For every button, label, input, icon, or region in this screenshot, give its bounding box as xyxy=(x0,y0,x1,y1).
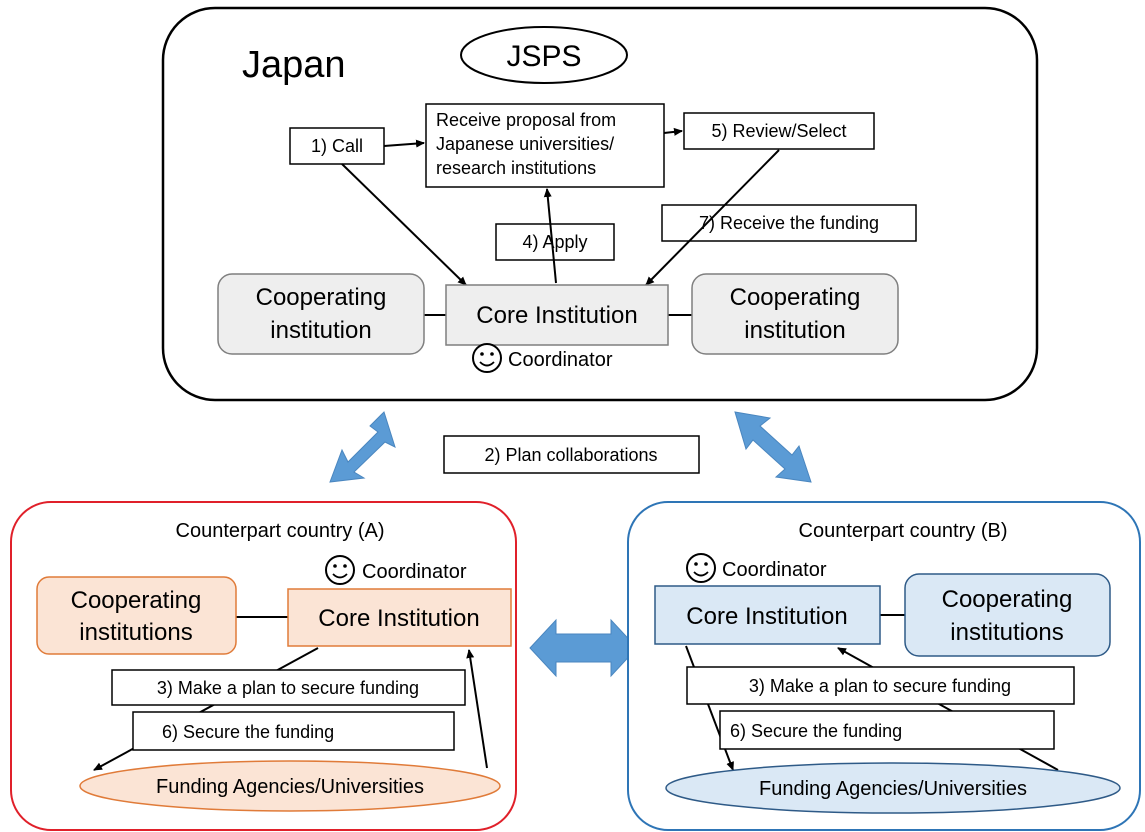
country-b-core-institution xyxy=(654,585,881,645)
country-b-cooperating xyxy=(904,573,1111,657)
receive-funding-label: 7) Receive the funding xyxy=(699,213,879,233)
japan-cooperating-right-line-2: institution xyxy=(744,317,845,344)
country-a-core-institution xyxy=(287,588,512,647)
review-select-box xyxy=(683,112,875,150)
country-a-secure-funding-label: 6) Secure the funding xyxy=(162,722,334,742)
apply-box xyxy=(495,223,615,261)
country-b-title: Counterpart country (B) xyxy=(799,520,1008,542)
smiley-icon xyxy=(686,553,716,583)
country-a-core-institution-label: Core Institution xyxy=(318,605,479,632)
country-a-make-plan-label: 3) Make a plan to secure funding xyxy=(157,678,419,698)
big-double-arrow-right xyxy=(734,411,812,483)
japan-cooperating-right xyxy=(691,273,899,355)
country-a-title: Counterpart country (A) xyxy=(176,520,385,542)
arrow-review-to-core xyxy=(645,149,780,286)
country-b-cooperating-line-1: Cooperating xyxy=(942,586,1073,613)
arrow-call-to-proposal xyxy=(383,139,425,148)
japan-title: Japan xyxy=(242,44,346,86)
arrow-call-to-core xyxy=(341,163,467,286)
smiley-icon xyxy=(472,343,502,373)
jsps-label: JSPS xyxy=(506,40,581,73)
plan-collaborations-label: 2) Plan collaborations xyxy=(484,445,657,465)
japan-cooperating-left xyxy=(217,273,425,355)
japan-cooperating-left-line-2: institution xyxy=(270,317,371,344)
japan-core-institution xyxy=(445,284,669,346)
receive-proposal-line-2: Japanese universities/ xyxy=(436,134,614,154)
apply-label: 4) Apply xyxy=(522,232,587,252)
receive-proposal-box xyxy=(425,103,665,188)
jsps-ellipse xyxy=(460,26,628,84)
arrow-proposal-to-review xyxy=(663,127,683,136)
japan-core-institution-label: Core Institution xyxy=(476,302,637,329)
japan-coordinator-label: Coordinator xyxy=(508,349,613,371)
receive-proposal-line-1: Receive proposal from xyxy=(436,110,616,130)
japan-cooperating-right-line-1: Cooperating xyxy=(730,284,861,311)
country-b-core-institution-label: Core Institution xyxy=(686,603,847,630)
country-b-make-plan-label: 3) Make a plan to secure funding xyxy=(749,676,1011,696)
call-label: 1) Call xyxy=(311,136,363,156)
smiley-icon xyxy=(325,555,355,585)
receive-proposal-line-3: research institutions xyxy=(436,158,596,178)
country-b-coordinator-label: Coordinator xyxy=(722,559,827,581)
country-b-make-plan-box xyxy=(686,666,1075,705)
plan-collaborations-box xyxy=(443,435,700,474)
country-b-cooperating-line-2: institutions xyxy=(950,619,1063,646)
big-double-arrow-horizontal xyxy=(529,618,638,678)
review-select-label: 5) Review/Select xyxy=(711,121,846,141)
arrow-a-core-to-funding xyxy=(93,647,319,771)
country-b-funding-agencies-label: Funding Agencies/Universities xyxy=(759,778,1027,800)
arrow-apply-to-proposal xyxy=(543,188,557,284)
arrow-a-funding-to-core xyxy=(466,649,488,769)
japan-cooperating-left-line-1: Cooperating xyxy=(256,284,387,311)
country-a-funding-agencies-label: Funding Agencies/Universities xyxy=(156,776,424,798)
country-a-coordinator-label: Coordinator xyxy=(362,561,467,583)
country-a-funding-agencies xyxy=(79,760,501,812)
country-a-cooperating-line-2: institutions xyxy=(79,619,192,646)
receive-funding-box xyxy=(661,204,917,242)
country-a-cooperating xyxy=(36,576,237,655)
country-a-secure-funding-box xyxy=(132,711,455,751)
country-a-make-plan-box xyxy=(111,669,466,706)
country-b-secure-funding-box xyxy=(719,710,1055,750)
country-b-secure-funding-label: 6) Secure the funding xyxy=(730,721,902,741)
country-a-cooperating-line-1: Cooperating xyxy=(71,587,202,614)
country-b-funding-agencies xyxy=(665,762,1121,814)
big-double-arrow-left xyxy=(329,411,396,483)
